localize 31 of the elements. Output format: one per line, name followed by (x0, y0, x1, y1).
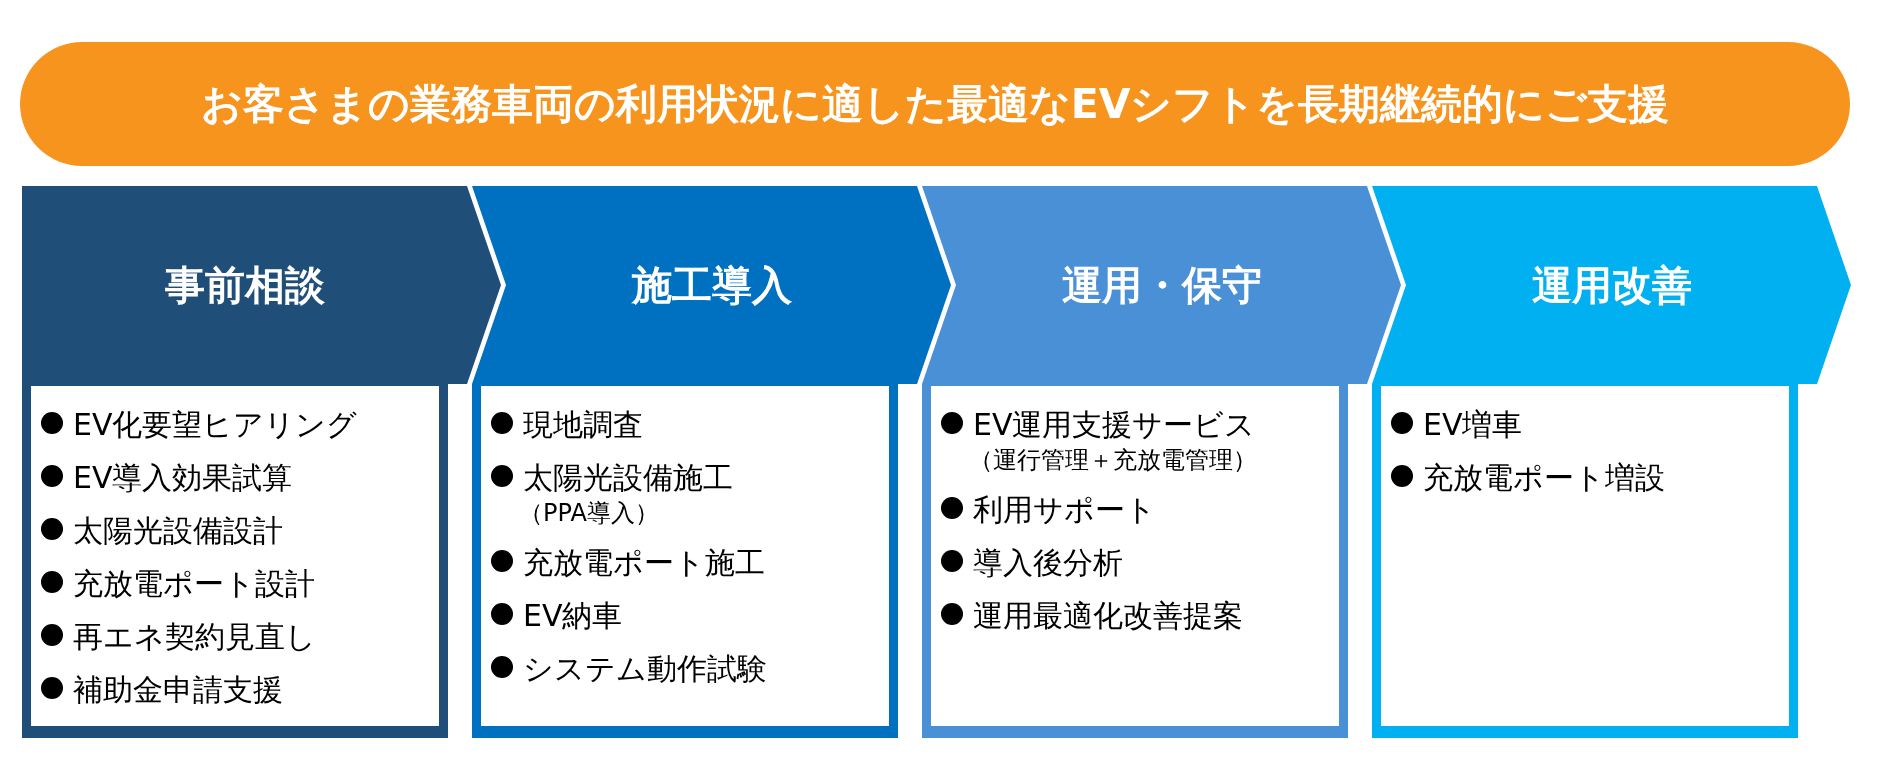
task-item: EV導入効果試算 (41, 451, 435, 504)
task-list-box (1381, 386, 1789, 726)
chevron-arrow (1367, 186, 1401, 384)
title-banner: お客さまの業務車両の利用状況に適した最適なEVシフトを長期継続的にご支援 (20, 42, 1850, 166)
task-item: 補助金申請支援 (41, 663, 435, 716)
step-heading: 運用改善 (1531, 260, 1692, 310)
task-item: 現地調査 (491, 398, 885, 451)
task-list-box (481, 386, 889, 726)
chevron-arrow (467, 186, 501, 384)
step-panel (922, 186, 1367, 738)
task-item: EV納車 (491, 589, 885, 642)
task-list-box (31, 386, 439, 726)
task-item: EV増車 (1391, 398, 1785, 451)
task-item: 充放電ポート施工 (491, 536, 885, 589)
task-item: 充放電ポート設計 (41, 557, 435, 610)
task-item: 運用最適化改善提案 (941, 589, 1335, 642)
step-heading: 運用・保守 (1061, 260, 1262, 310)
task-item: 太陽光設備設計 (41, 504, 435, 557)
step-panel (22, 186, 467, 738)
task-item: 導入後分析 (941, 536, 1335, 589)
task-list-box (931, 386, 1339, 726)
task-item: システム動作試験 (491, 642, 885, 695)
task-item: 再エネ契約見直し (41, 610, 435, 663)
chevron-arrow (917, 186, 951, 384)
step-heading: 事前相談 (164, 260, 325, 310)
task-item: EV化要望ヒアリング (41, 398, 435, 451)
task-item: 利用サポート (941, 483, 1335, 536)
step-heading: 施工導入 (631, 260, 792, 310)
step-panel (472, 186, 917, 738)
task-item: 充放電ポート増設 (1391, 451, 1785, 504)
step-panel (1372, 186, 1851, 738)
